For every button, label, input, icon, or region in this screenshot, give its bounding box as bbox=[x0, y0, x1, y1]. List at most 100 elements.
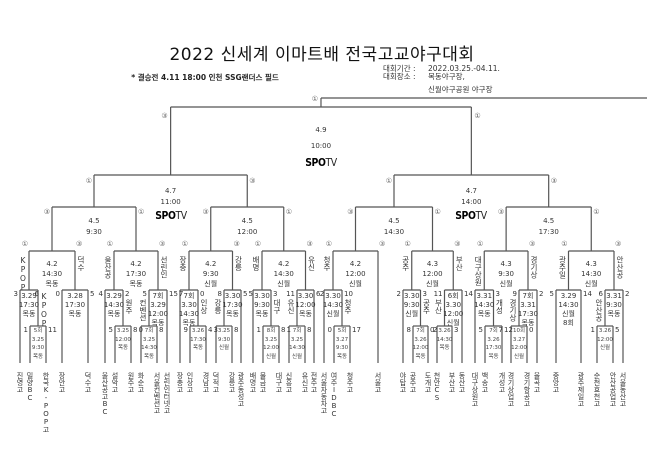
winner-label: 배명 bbox=[251, 256, 261, 271]
match-time: 9:30 bbox=[86, 228, 102, 236]
team-name: 한국K-POP고 bbox=[42, 372, 50, 433]
right-score: 11 bbox=[48, 326, 57, 334]
winner-label: 공주 bbox=[401, 256, 411, 271]
match-time: 12:00 bbox=[443, 310, 464, 318]
team-name: 야탑고 bbox=[399, 372, 407, 393]
match-date: 3.31 bbox=[520, 301, 536, 309]
broadcaster-logo-bold: SPO bbox=[154, 209, 176, 222]
left-score: 3 bbox=[13, 290, 18, 298]
left-score: 7 bbox=[498, 326, 503, 334]
match-date: 4.3 bbox=[585, 260, 597, 268]
seed-marker: ③ bbox=[529, 240, 536, 248]
match-date: 3.31 bbox=[476, 292, 493, 300]
match-note: 10회 bbox=[512, 328, 526, 334]
left-score: 11 bbox=[433, 290, 443, 298]
right-score: 3 bbox=[422, 290, 427, 298]
match-time: 17:30 bbox=[538, 228, 559, 236]
winner-label: KPOP bbox=[18, 256, 28, 292]
match-date: 4.9 bbox=[315, 126, 327, 134]
left-score: 2 bbox=[432, 326, 438, 334]
broadcaster-logo-light: TV bbox=[475, 209, 488, 222]
team-name: 울산공고BC bbox=[101, 372, 109, 416]
left-score: 0 bbox=[138, 326, 143, 334]
match-time: 12:00 bbox=[237, 228, 258, 236]
team-name: 광주동성고 bbox=[237, 372, 245, 407]
match-venue: 목동 bbox=[182, 319, 196, 327]
right-score: 0 bbox=[529, 326, 534, 334]
match-time: 17:30 bbox=[18, 301, 40, 309]
seed-marker: ③ bbox=[550, 177, 557, 185]
team-name: 원주고 bbox=[127, 372, 135, 393]
match-time: 14:30 bbox=[322, 301, 344, 309]
match-venue: 목동 bbox=[415, 353, 426, 360]
match-time: 14:30 bbox=[383, 228, 405, 236]
team-name: 서울동산고 bbox=[619, 372, 627, 407]
seed-marker: ① bbox=[434, 208, 441, 216]
match-time: 17:30 bbox=[517, 310, 539, 318]
match-time: 14:30 bbox=[474, 301, 495, 309]
final-game-note: * 결승전 4.11 18:00 인천 SSG랜더스 필드 bbox=[131, 73, 279, 82]
team-name: 청주고 bbox=[346, 372, 354, 393]
match-note: 7회 bbox=[183, 292, 195, 300]
match-venue: 신월 bbox=[291, 353, 303, 360]
right-score: 8 bbox=[234, 326, 239, 334]
match-time: 12:00 bbox=[115, 336, 131, 343]
match-date: 3.25 bbox=[142, 336, 156, 343]
left-score: 1 bbox=[590, 326, 595, 334]
match-venue: 목동 bbox=[45, 280, 59, 288]
right-score: 8 bbox=[281, 326, 286, 334]
match-date: 4.2 bbox=[46, 260, 58, 268]
match-date: 3.26 bbox=[414, 336, 427, 343]
match-time: 12:00 bbox=[422, 270, 443, 278]
right-score: 15 bbox=[169, 290, 178, 298]
left-score: 5 bbox=[478, 326, 483, 334]
winner-label: 유신 bbox=[286, 299, 296, 314]
left-score: 7 bbox=[178, 290, 184, 298]
winner-label: 장충 bbox=[178, 256, 188, 271]
team-name: 설악고 bbox=[111, 372, 119, 393]
match-venue: 목동 bbox=[299, 310, 312, 318]
winner-label: 부산 bbox=[454, 256, 464, 271]
left-score: 5 bbox=[549, 290, 554, 298]
match-date: 3.25 bbox=[116, 328, 130, 334]
match-time: 9:30 bbox=[31, 345, 45, 351]
match-date: 4.5 bbox=[88, 217, 100, 225]
team-name: 경기상업고 bbox=[507, 372, 515, 407]
match-date: 3.29 bbox=[106, 292, 122, 300]
match-time: 10:00 bbox=[310, 142, 332, 150]
match-venue: 신월 bbox=[446, 319, 460, 327]
winner-label: 청주 bbox=[322, 256, 332, 271]
team-name: 대구고 bbox=[275, 372, 283, 393]
match-venue: 신월 bbox=[218, 345, 230, 351]
team-name: 인상고 bbox=[186, 372, 194, 393]
team-name: 백송고 bbox=[481, 372, 489, 393]
right-score: 2 bbox=[125, 290, 130, 298]
match-venue: 목동 bbox=[521, 319, 535, 327]
seed-marker: ① bbox=[593, 208, 600, 216]
broadcaster-logo: SPOTV bbox=[155, 210, 187, 221]
seed-marker: ① bbox=[21, 240, 28, 248]
seed-marker: ③ bbox=[161, 112, 168, 120]
match-time: 9:30 bbox=[498, 270, 514, 278]
winner-label: 대구 bbox=[272, 299, 282, 314]
team-name: 장안고 bbox=[58, 372, 66, 393]
team-name: 중앙고 bbox=[552, 372, 560, 393]
match-date: 4.5 bbox=[388, 217, 400, 225]
match-venue: 목동 bbox=[255, 310, 269, 318]
winner-label: 선린인 bbox=[159, 256, 169, 279]
team-name: 개성고 bbox=[498, 372, 506, 393]
team-name: 경남고 bbox=[202, 372, 210, 393]
match-date: 3.31 bbox=[606, 292, 622, 300]
page-title: 2022 신세계 이마트배 전국고교야구대회 bbox=[169, 45, 475, 65]
match-time: 12:00 bbox=[147, 310, 169, 318]
left-score: 0 bbox=[55, 290, 60, 298]
team-name: 경기항공고 bbox=[523, 372, 531, 407]
seed-marker: ③ bbox=[306, 240, 313, 248]
match-date: 4.5 bbox=[543, 217, 555, 225]
match-date: 4.2 bbox=[130, 260, 142, 268]
match-note: 5회 bbox=[337, 328, 347, 334]
match-time: 11:00 bbox=[160, 198, 181, 206]
left-score: 4 bbox=[468, 290, 473, 298]
winner-label: 경기상 bbox=[529, 256, 539, 279]
match-date: 4.7 bbox=[465, 187, 477, 195]
